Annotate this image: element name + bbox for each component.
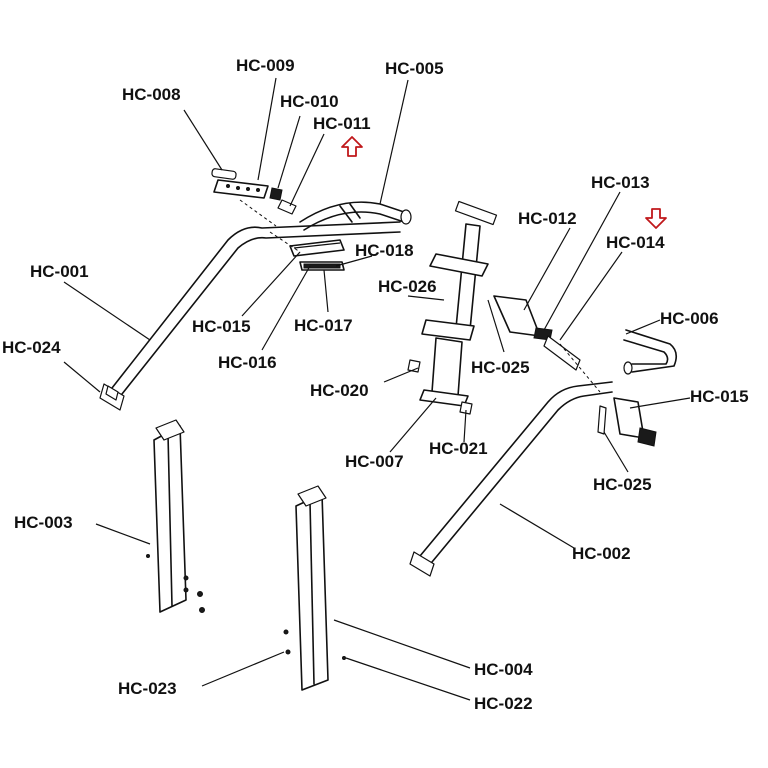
right-clamp-assembly	[597, 397, 657, 447]
callout-arrow-up	[341, 136, 363, 157]
right-top-rail	[409, 381, 613, 577]
label-hc-015-right: HC-015	[690, 387, 749, 406]
label-hc-010: HC-010	[280, 92, 339, 111]
right-bracket-assembly	[493, 295, 601, 393]
label-hc-009: HC-009	[236, 56, 295, 75]
label-hc-003: HC-003	[14, 513, 73, 532]
label-hc-025-right: HC-025	[593, 475, 652, 494]
label-hc-024: HC-024	[2, 338, 61, 357]
leader-lines	[63, 77, 691, 701]
label-hc-013: HC-013	[591, 173, 650, 192]
label-hc-017: HC-017	[294, 316, 353, 335]
label-hc-021: HC-021	[429, 439, 488, 458]
upper-tube-bar	[299, 201, 412, 231]
label-hc-016: HC-016	[218, 353, 277, 372]
right-upright	[283, 485, 346, 691]
right-handle	[623, 329, 678, 375]
label-hc-018: HC-018	[355, 241, 414, 260]
left-upright	[146, 419, 205, 613]
label-hc-014: HC-014	[606, 233, 665, 252]
label-hc-023: HC-023	[118, 679, 177, 698]
label-hc-025-center: HC-025	[471, 358, 530, 377]
label-hc-022: HC-022	[474, 694, 533, 713]
label-hc-020: HC-020	[310, 381, 369, 400]
callout-arrow-down	[645, 208, 667, 229]
label-hc-007: HC-007	[345, 452, 404, 471]
part-labels: HC-009 HC-005 HC-008 HC-010 HC-011 HC-01…	[2, 56, 749, 713]
label-hc-012: HC-012	[518, 209, 577, 228]
label-hc-005: HC-005	[385, 59, 444, 78]
label-hc-001: HC-001	[30, 262, 89, 281]
label-hc-015-left: HC-015	[192, 317, 251, 336]
left-clamp-assembly	[269, 231, 345, 271]
left-top-rail	[99, 221, 401, 411]
label-hc-006: HC-006	[660, 309, 719, 328]
center-post	[407, 200, 498, 415]
label-hc-026: HC-026	[378, 277, 437, 296]
label-hc-011: HC-011	[313, 114, 371, 133]
label-hc-002: HC-002	[572, 544, 631, 563]
label-hc-004: HC-004	[474, 660, 533, 679]
label-hc-008: HC-008	[122, 85, 181, 104]
upper-bracket-assembly	[211, 168, 297, 227]
